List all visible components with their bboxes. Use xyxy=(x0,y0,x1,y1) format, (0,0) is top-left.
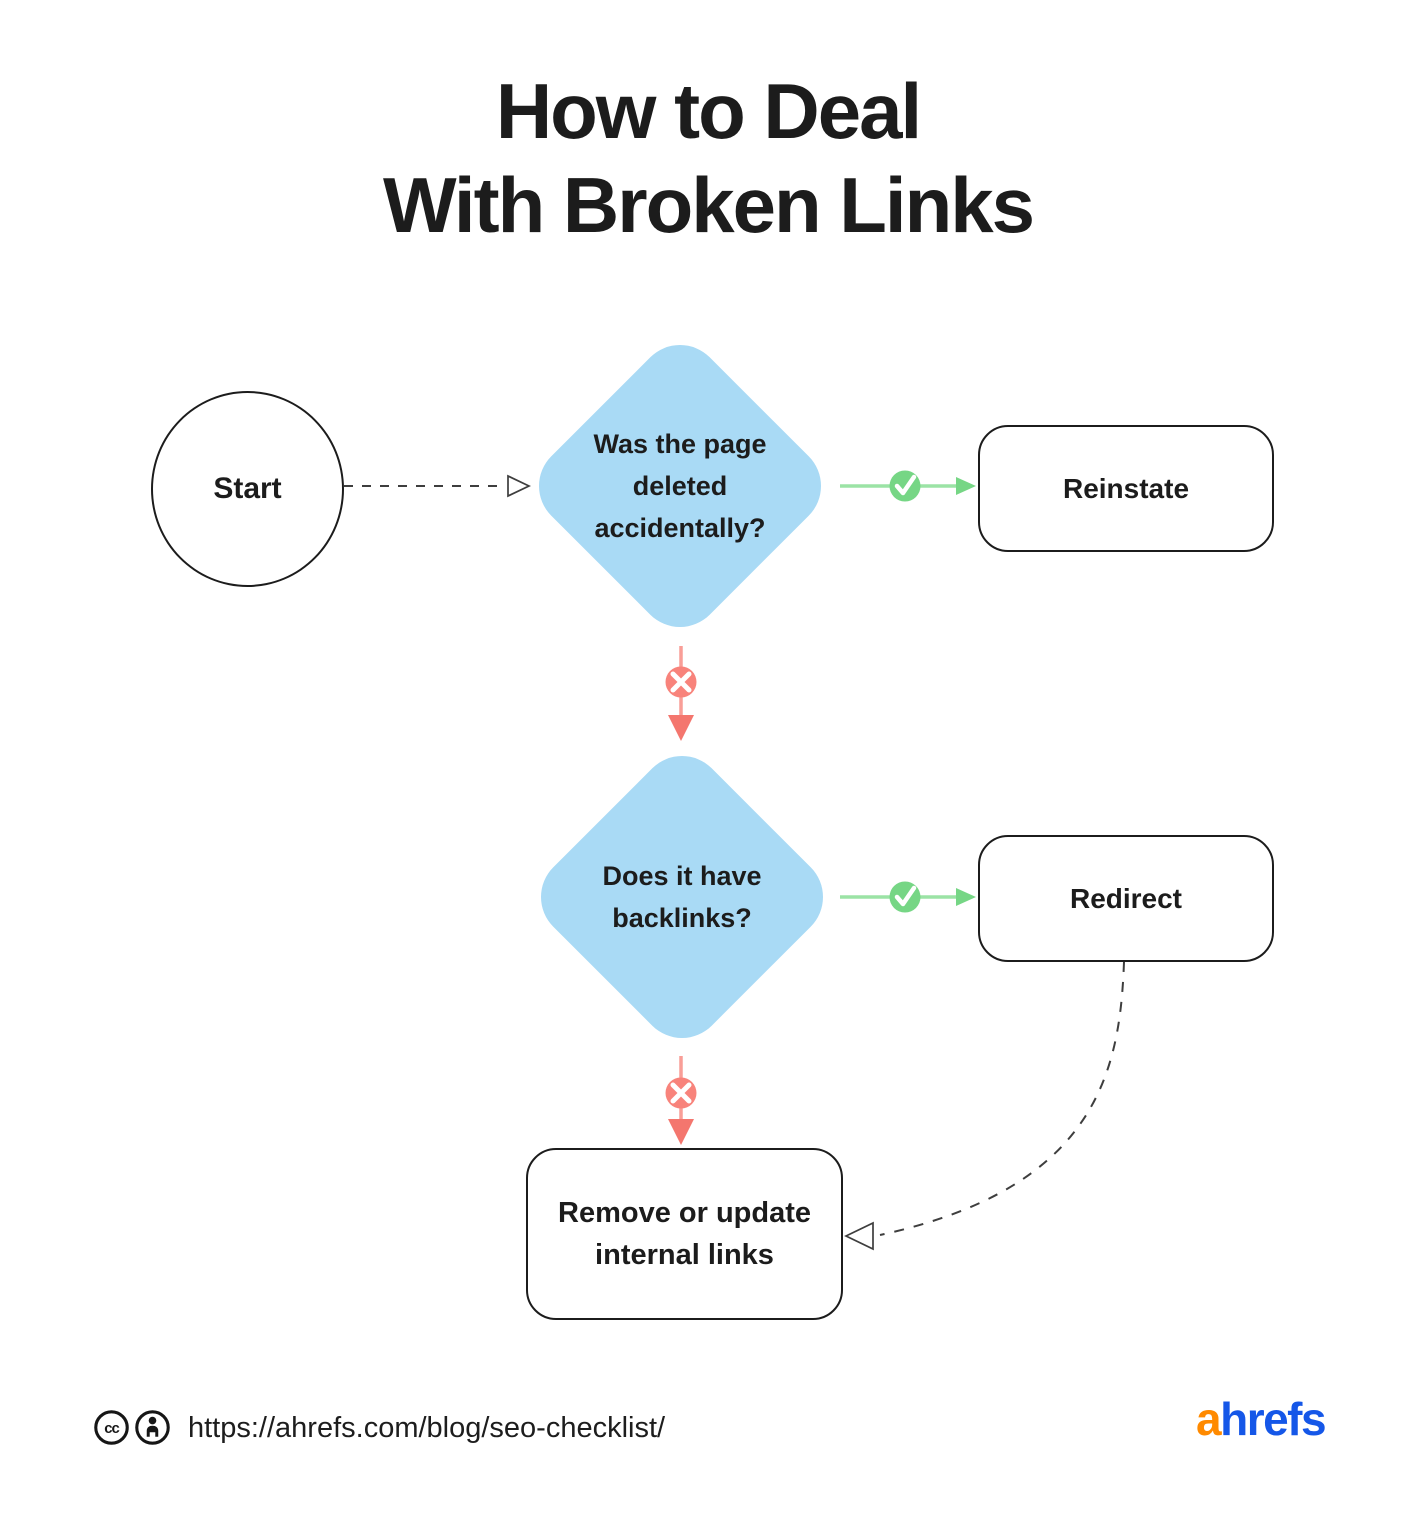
green-arrowhead-icon xyxy=(956,888,976,906)
decision-node-has-backlinks: Does it have backlinks? xyxy=(523,738,841,1056)
outcome-label: Reinstate xyxy=(1062,472,1190,504)
start-node: Start xyxy=(151,391,344,587)
ahrefs-logo-a: a xyxy=(1196,1393,1222,1445)
cross-circle-icon xyxy=(665,1077,697,1109)
title-line-2: With Broken Links xyxy=(382,161,1035,249)
open-arrowhead-icon xyxy=(844,1221,874,1251)
outcome-node-reinstate: Reinstate xyxy=(978,425,1274,552)
ahrefs-logo-hrefs: hrefs xyxy=(1220,1393,1326,1445)
start-label: Start xyxy=(213,472,282,505)
decision2-no-arrow xyxy=(665,1056,697,1145)
source-url: https://ahrefs.com/blog/seo-checklist/ xyxy=(188,1412,666,1444)
decision2-yes-arrow xyxy=(840,881,976,913)
decision-question: Was the page deleted accidentally? xyxy=(593,429,767,543)
check-circle-icon xyxy=(889,470,921,502)
decision-node-deleted-accidentally: Was the page deleted accidentally? xyxy=(521,327,839,645)
outcome-label: Redirect xyxy=(1069,882,1183,914)
ahrefs-logo: ahrefs xyxy=(1196,1393,1327,1445)
check-circle-icon xyxy=(889,881,921,913)
outcome-node-remove-update-links: Remove or update internal links xyxy=(526,1148,843,1320)
decision1-yes-arrow xyxy=(840,470,976,502)
attribution-icon xyxy=(135,1410,170,1445)
green-arrowhead-icon xyxy=(956,477,976,495)
license-icons: cc xyxy=(93,1409,171,1446)
cc-icon-letters: cc xyxy=(104,1421,119,1437)
cc-icon: cc xyxy=(94,1410,129,1445)
title-line-1: How to Deal xyxy=(495,67,922,155)
open-arrowhead-icon xyxy=(507,474,531,498)
red-arrowhead-icon xyxy=(668,1119,694,1145)
cross-circle-icon xyxy=(665,666,697,698)
redirect-to-remove-arrow xyxy=(844,961,1125,1251)
start-to-decision1-arrow xyxy=(344,474,531,498)
decision1-no-arrow xyxy=(665,646,697,741)
page-title: How to Deal With Broken Links xyxy=(0,64,1416,252)
outcome-node-redirect: Redirect xyxy=(978,835,1274,962)
outcome-label: Remove or update internal links xyxy=(558,1197,811,1271)
decision-question: Does it have backlinks? xyxy=(602,861,762,933)
red-arrowhead-icon xyxy=(668,715,694,741)
